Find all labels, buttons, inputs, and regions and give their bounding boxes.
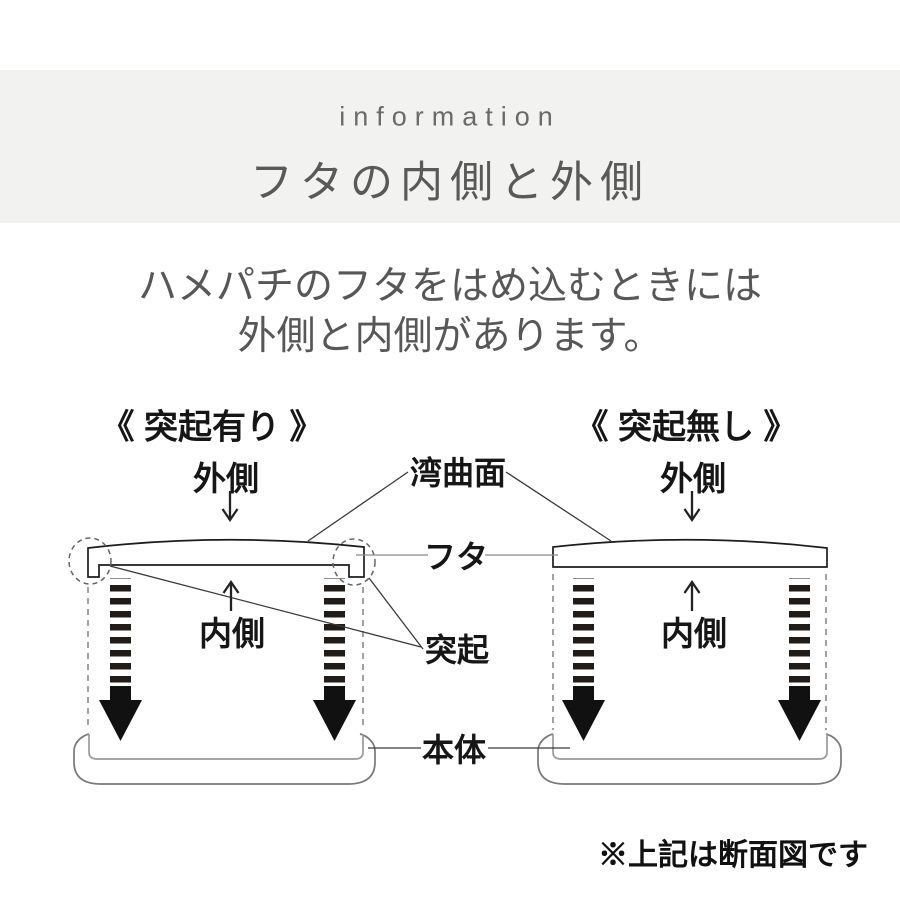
protrusion-leader-left — [109, 565, 422, 648]
insert-direction-arrow — [313, 578, 356, 741]
up-arrow-icon — [222, 579, 240, 611]
lid-cross-section-with-protrusion — [87, 538, 365, 578]
insert-direction-arrows — [99, 578, 821, 741]
cross-section-footnote: ※上記は断面図です — [598, 839, 868, 872]
guide-lines — [87, 574, 827, 730]
inside-label-left: 内側 — [199, 615, 265, 652]
protrusion-leader-right — [368, 577, 424, 650]
direction-arrows — [221, 491, 701, 611]
down-arrow-icon — [221, 491, 239, 523]
up-arrow-icon — [683, 579, 701, 611]
body-cross-section-left — [73, 733, 376, 785]
protrusion-highlight-circle-right — [332, 538, 376, 586]
heading-without-protrusion: 《 突起無し 》 — [574, 408, 798, 447]
heading-with-protrusion: 《 突起有り 》 — [100, 408, 324, 447]
intro-text: ハメパチのフタをはめ込むときには 外側と内側があります。 — [138, 262, 762, 362]
leader-lines — [109, 471, 612, 749]
banner-eyebrow: information — [339, 101, 561, 132]
protrusion-label: 突起 — [424, 632, 490, 668]
curved-surface-leader-right — [505, 471, 612, 542]
protrusion-highlight-circle-left — [68, 537, 112, 585]
insert-direction-arrow — [99, 578, 142, 741]
curved-surface-leader-left — [307, 471, 409, 542]
curved-surface-label: 湾曲面 — [409, 455, 507, 491]
outside-label-right: 外側 — [660, 460, 726, 497]
down-arrow-icon — [683, 491, 701, 523]
body-cross-section-right — [537, 733, 842, 785]
insert-direction-arrow — [778, 578, 821, 741]
body-label: 本体 — [421, 732, 487, 768]
intro-line-2: 外側と内側があります。 — [237, 315, 663, 358]
insert-direction-arrow — [562, 578, 605, 741]
page-title: フタの内側と外側 — [250, 159, 650, 207]
lid-label: フタ — [423, 539, 489, 575]
lid-cross-section-without-protrusion — [552, 538, 828, 568]
information-banner — [0, 70, 900, 223]
inside-label-right: 内側 — [661, 615, 727, 652]
intro-line-1: ハメパチのフタをはめ込むときには — [137, 265, 763, 308]
outside-label-left: 外側 — [193, 460, 259, 497]
